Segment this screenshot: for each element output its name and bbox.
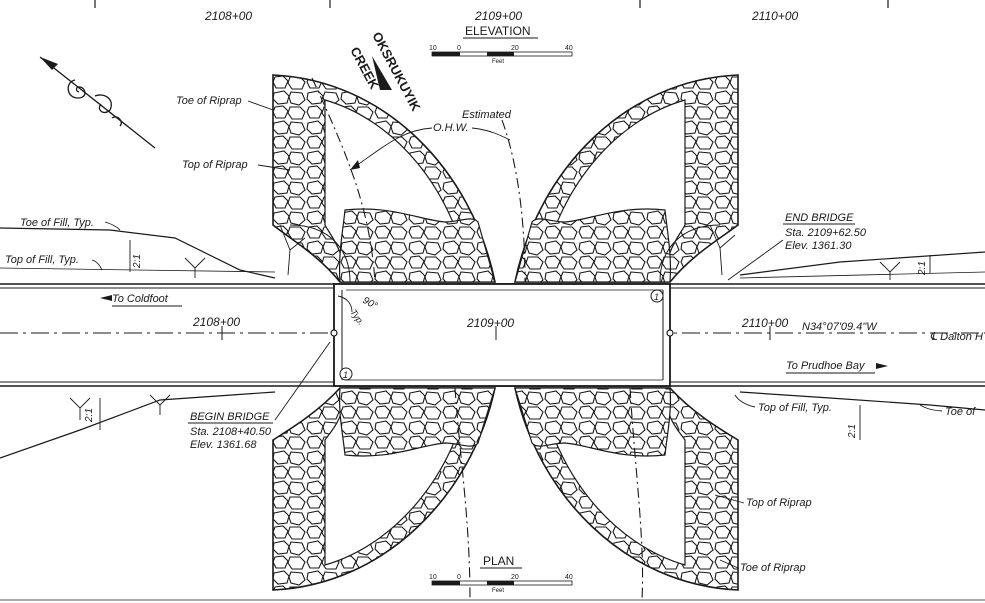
svg-text:20: 20 <box>511 45 519 52</box>
top-station-ticks <box>94 0 889 8</box>
svg-text:END BRIDGE: END BRIDGE <box>785 212 854 224</box>
ohw-line <box>311 77 644 601</box>
scale-bar-elevation: 10 0 20 40 Feet <box>429 45 573 65</box>
svg-text:40: 40 <box>565 45 573 52</box>
svg-text:1: 1 <box>343 370 348 380</box>
begin-bridge-callout: BEGIN BRIDGE Sta. 2108+40.50 Elev. 1361.… <box>188 341 331 451</box>
svg-text:10: 10 <box>429 45 437 52</box>
station-label-cl-2108: 2108+00 <box>192 315 240 329</box>
bridge-deck <box>333 283 671 387</box>
station-label-cl-2109: 2109+00 <box>466 316 514 330</box>
north-arrow-icon <box>39 56 156 149</box>
svg-text:Elev. 1361.68: Elev. 1361.68 <box>190 439 257 451</box>
end-bridge-marker <box>666 329 674 337</box>
station-label-top-2109: 2109+00 <box>474 9 522 23</box>
top-of-fill-right-label: Top of Fill, Typ. <box>758 402 832 414</box>
riprap-upper-right <box>514 74 739 283</box>
fill-slope-right <box>279 224 985 440</box>
svg-text:10: 10 <box>429 574 437 581</box>
svg-text:Feet: Feet <box>492 59 504 65</box>
arrow-left-icon <box>100 295 112 301</box>
fill-slope-left <box>0 227 276 459</box>
to-coldfoot-label: To Coldfoot <box>112 293 169 305</box>
elevation-title: ELEVATION <box>465 24 531 38</box>
svg-text:Sta. 2108+40.50: Sta. 2108+40.50 <box>190 426 272 438</box>
svg-text:Feet: Feet <box>492 588 504 594</box>
riprap-upper-left <box>272 74 496 283</box>
slope-ul-label: 2:1 <box>132 254 143 269</box>
svg-text:0: 0 <box>457 45 461 52</box>
arrow-right-icon <box>876 363 888 369</box>
ohw-label: O.H.W. <box>433 122 469 134</box>
svg-text:20: 20 <box>511 574 519 581</box>
svg-text:Elev. 1361.30: Elev. 1361.30 <box>785 240 852 252</box>
flow-arrow-icon <box>372 56 392 90</box>
svg-text:Sta. 2109+62.50: Sta. 2109+62.50 <box>785 227 867 239</box>
plan-title: PLAN <box>483 554 514 568</box>
slope-lr-label: 2:1 <box>847 424 858 439</box>
dalton-highway-label: ℄ Dalton H <box>930 331 983 343</box>
top-of-riprap-lr-label: Top of Riprap <box>746 497 812 509</box>
station-label-top-2110: 2110+00 <box>751 9 798 23</box>
pier-callout-1 <box>650 289 664 303</box>
pier-callout-2 <box>339 367 353 381</box>
to-prudhoe-bay-label: To Prudhoe Bay <box>786 360 866 372</box>
svg-text:1: 1 <box>654 292 659 302</box>
svg-text:BEGIN BRIDGE: BEGIN BRIDGE <box>190 411 270 423</box>
begin-bridge-marker <box>330 329 338 337</box>
slope-ll-label: 2:1 <box>84 408 95 423</box>
riprap-lower-right <box>514 387 739 591</box>
slope-ur-label: 2:1 <box>917 261 928 276</box>
toe-of-riprap-ul-label: Toe of Riprap <box>176 95 242 107</box>
station-label-cl-2110: 2110+00 <box>741 316 788 330</box>
station-label-top-2108: 2108+00 <box>204 9 252 23</box>
top-of-fill-left-label: Top of Fill, Typ. <box>5 254 79 266</box>
bearing-label: N34°07'09.4"W <box>802 321 878 333</box>
angle-arc <box>337 295 353 313</box>
riprap-lower-left <box>272 387 496 591</box>
toe-of-riprap-lr-label: Toe of Riprap <box>740 562 806 574</box>
top-of-riprap-ul-label: Top of Riprap <box>182 159 248 171</box>
toe-of-fill-right-label: Toe of <box>945 406 976 418</box>
estimated-label: Estimated <box>462 109 512 121</box>
svg-text:0: 0 <box>457 574 461 581</box>
scale-bar-plan: 10 0 20 40 Feet <box>429 574 573 594</box>
toe-of-fill-left-label: Toe of Fill, Typ. <box>20 217 94 229</box>
end-bridge-callout: END BRIDGE Sta. 2109+62.50 Elev. 1361.30 <box>727 212 867 281</box>
svg-text:40: 40 <box>565 574 573 581</box>
